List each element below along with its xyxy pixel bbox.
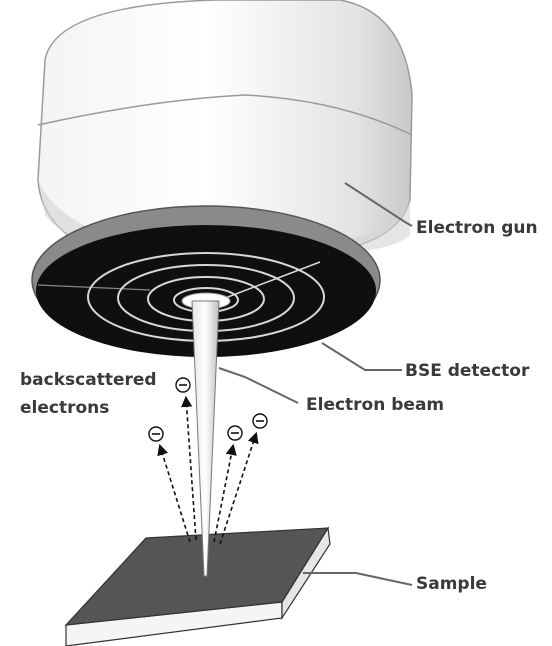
label-electron-gun: Electron gun (416, 218, 538, 238)
label-sample: Sample (416, 574, 487, 594)
backscatter-arrow (219, 431, 259, 545)
electron-gun-edge (37, 94, 413, 136)
detector-face (36, 225, 376, 357)
sample (64, 526, 331, 646)
electron-symbols (148, 377, 268, 442)
backscatter-arrow (213, 443, 237, 543)
electron-gun (37, 0, 413, 258)
leader-electron-beam (218, 367, 299, 404)
backscattered-arrows (157, 395, 259, 545)
electron-beam (191, 300, 220, 577)
leader-electron-gun (344, 182, 413, 227)
label-electrons: electrons (20, 398, 109, 418)
label-electron-beam: Electron beam (306, 395, 444, 415)
backscatter-arrow (181, 395, 197, 541)
sample-top (64, 527, 330, 626)
leader-lines (218, 182, 413, 586)
bse-detector (31, 205, 381, 357)
leader-sample (303, 572, 413, 586)
label-backscattered: backscattered (20, 370, 157, 390)
backscatter-arrow (157, 443, 191, 543)
detector-segment-line (219, 261, 321, 301)
leader-bse-detector (321, 342, 402, 371)
detector-segment-line (37, 284, 151, 291)
label-bse-detector: BSE detector (405, 361, 530, 381)
